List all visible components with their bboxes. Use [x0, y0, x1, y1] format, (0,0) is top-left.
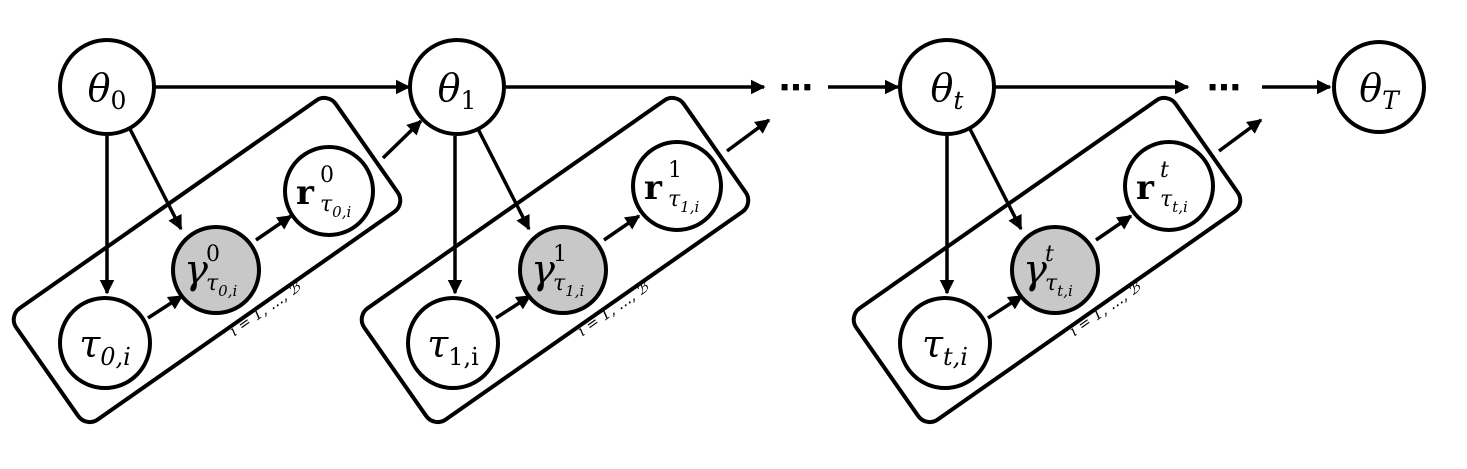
node-theta-T: θT — [1332, 40, 1426, 134]
edge-tau1-gamma1 — [495, 294, 532, 320]
node-r-1: r 1 τ1,i — [631, 140, 723, 232]
node-gamma-t: γ t τt,i — [1010, 225, 1100, 315]
ellipsis-2: ⋯ — [1207, 68, 1241, 108]
svg-text:θt: θt — [931, 66, 965, 115]
edge-theta1-gamma1 — [476, 128, 531, 231]
svg-text:τ0,i: τ0,i — [320, 192, 351, 221]
svg-text:τ1,i: τ1,i — [553, 271, 584, 300]
node-gamma-0: γ 0 τ0,i — [171, 225, 261, 315]
node-r-t: r t τt,i — [1123, 140, 1215, 232]
svg-text:r: r — [296, 173, 315, 213]
node-theta-1: θ1 — [408, 38, 506, 136]
node-tau-t: τt,i — [898, 296, 992, 390]
ellipsis-1: ⋯ — [779, 68, 813, 108]
edge-thetat-gammat — [968, 128, 1023, 231]
edge-tau0-gamma0 — [147, 294, 184, 320]
edge-theta0-gamma0 — [128, 128, 183, 231]
node-theta-t: θt — [898, 38, 996, 136]
edge-gammat-rt — [1095, 214, 1133, 242]
node-gamma-1: γ 1 τ1,i — [518, 225, 608, 315]
svg-text:0: 0 — [206, 242, 220, 267]
svg-text:τ1,i: τ1,i — [668, 187, 699, 216]
svg-text:γ: γ — [184, 247, 208, 293]
svg-text:γ: γ — [1023, 247, 1047, 293]
svg-text:θ1: θ1 — [438, 66, 477, 115]
edge-plate1-out — [725, 118, 771, 153]
svg-text:τ0,i: τ0,i — [79, 322, 131, 371]
svg-text:τt,i: τt,i — [1160, 187, 1188, 216]
svg-text:τt,i: τt,i — [922, 322, 968, 371]
svg-text:τ0,i: τ0,i — [206, 271, 237, 300]
svg-text:1: 1 — [553, 242, 567, 267]
node-theta-0: θ0 — [58, 38, 156, 136]
edge-plate0-out — [381, 119, 423, 160]
svg-text:θT: θT — [1359, 66, 1401, 115]
svg-text:θ0: θ0 — [88, 66, 127, 115]
svg-text:0: 0 — [320, 163, 334, 188]
svg-text:τ1,i: τ1,i — [427, 322, 479, 371]
svg-text:γ: γ — [531, 247, 555, 293]
node-tau-1: τ1,i — [406, 296, 500, 390]
edge-taut-gammat — [987, 294, 1024, 320]
svg-text:r: r — [644, 168, 663, 208]
svg-text:t: t — [1160, 158, 1169, 183]
edge-gamma1-r1 — [603, 214, 641, 242]
svg-text:t: t — [1045, 242, 1054, 267]
svg-text:r: r — [1136, 168, 1155, 208]
edge-platet-out — [1217, 118, 1263, 153]
node-r-0: r 0 τ0,i — [283, 145, 375, 237]
svg-text:τt,i: τt,i — [1045, 271, 1073, 300]
node-tau-0: τ0,i — [58, 296, 152, 390]
edge-gamma0-r0 — [255, 214, 293, 242]
svg-text:1: 1 — [668, 158, 682, 183]
